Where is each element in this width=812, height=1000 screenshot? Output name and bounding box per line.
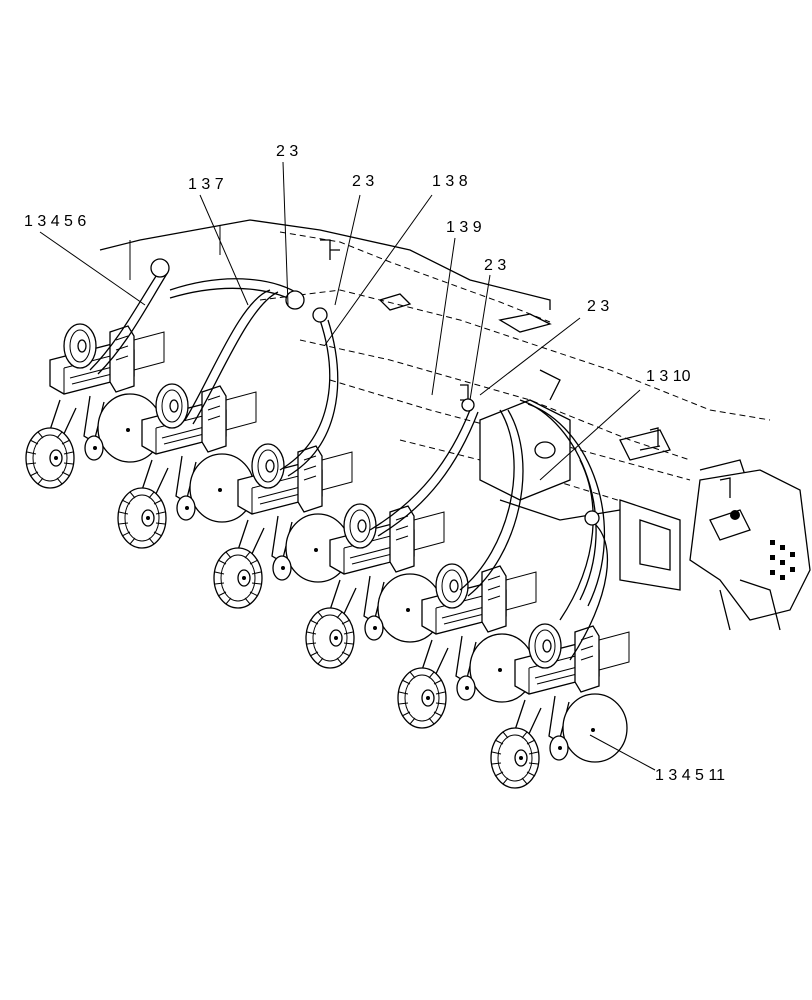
- callout-label: 2 3: [484, 257, 506, 274]
- callout-label: 2 3: [352, 173, 374, 190]
- callout-leaders: [39, 161, 656, 771]
- callout-label: 1 3 10: [646, 368, 691, 385]
- callout-label: 1 3 8: [432, 173, 468, 190]
- toolbar-frame: [99, 219, 811, 631]
- row-unit-1: [26, 324, 164, 488]
- callout-label: 1 3 9: [446, 219, 482, 236]
- callout-label: 1 3 7: [188, 176, 224, 193]
- callout-label: 1 3 4 5 6: [24, 213, 86, 230]
- callout-label: 1 3 4 5 11: [655, 767, 725, 784]
- callouts: 2 3 1 3 7 2 3 1 3 8 1 3 4 5 6 1 3 9 2 3 …: [24, 143, 725, 784]
- callout-label: 2 3: [587, 298, 609, 315]
- seed-hoses: [89, 258, 609, 661]
- callout-label: 2 3: [276, 143, 298, 160]
